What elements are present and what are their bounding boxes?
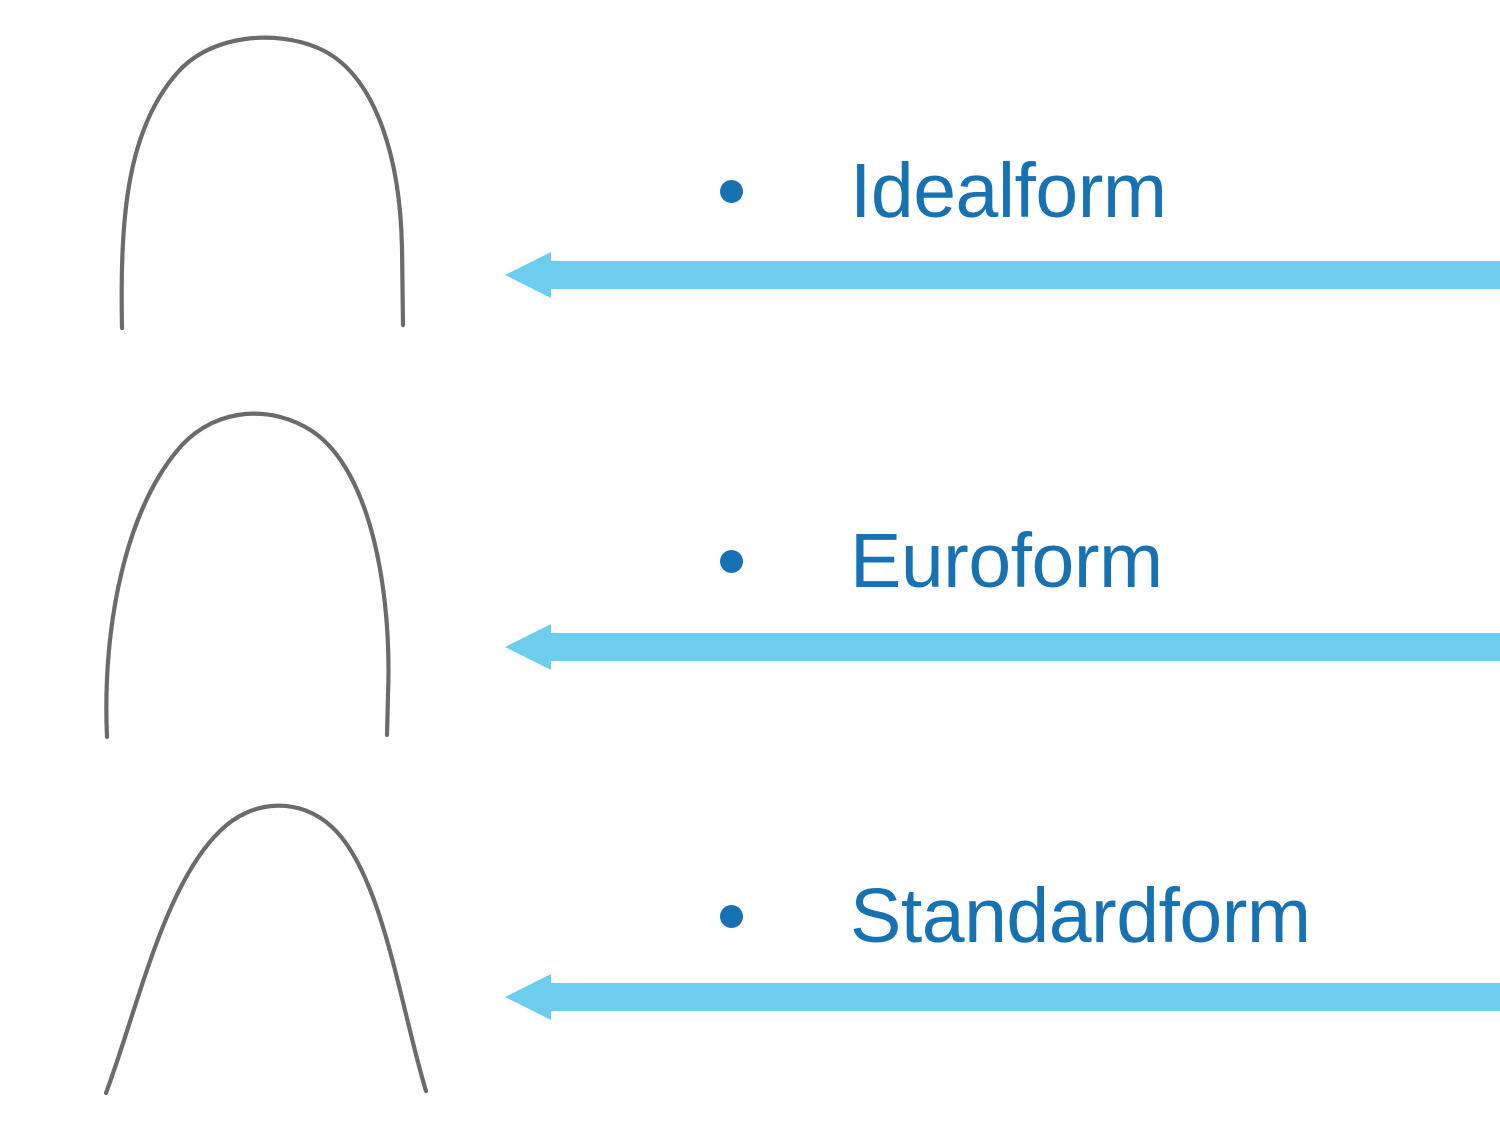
- arrow-left-euroform: [505, 624, 1500, 670]
- list-item-idealform[interactable]: Idealform: [720, 146, 1167, 236]
- euroform-archwire: [60, 395, 480, 745]
- arrow-left-standardform: [505, 974, 1500, 1020]
- standardform-archwire: [60, 775, 480, 1105]
- arrow-left-idealform: [505, 252, 1500, 298]
- archform-label-euroform: Euroform: [850, 517, 1163, 604]
- idealform-archwire: [60, 10, 480, 340]
- archform-label-idealform: Idealform: [850, 147, 1167, 234]
- list-item-euroform[interactable]: Euroform: [720, 516, 1163, 606]
- bullet-icon: [720, 904, 743, 928]
- archform-label-standardform: Standardform: [850, 872, 1311, 959]
- bullet-icon: [720, 549, 743, 573]
- bullet-icon: [720, 179, 743, 203]
- list-item-standardform[interactable]: Standardform: [720, 871, 1311, 961]
